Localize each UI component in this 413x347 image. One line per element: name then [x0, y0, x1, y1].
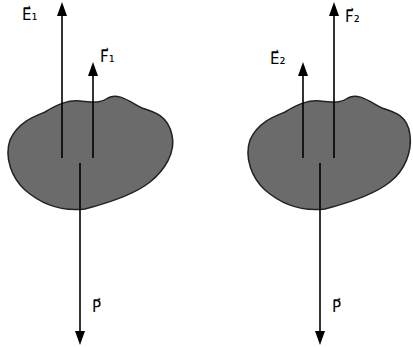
arrowhead [57, 2, 67, 16]
force-arrow [319, 163, 321, 333]
arrowhead [329, 2, 339, 16]
force-label: F⃗₂ [345, 8, 360, 26]
rock-body [8, 96, 173, 209]
force-label: E⃗₂ [270, 50, 286, 68]
arrowhead [315, 331, 325, 345]
force-arrow [302, 74, 304, 158]
force-arrow [61, 14, 63, 158]
rock-body [248, 96, 410, 209]
force-arrow [92, 74, 94, 158]
arrowhead [298, 62, 308, 76]
force-arrow [79, 163, 81, 333]
arrowhead [75, 331, 85, 345]
arrowheads [57, 2, 339, 345]
arrowhead [88, 62, 98, 76]
force-label: P⃗ [332, 298, 341, 316]
force-label: P⃗ [92, 298, 101, 316]
force-label: F⃗₁ [100, 48, 115, 66]
force-arrows [62, 14, 334, 333]
force-arrow [333, 14, 335, 158]
force-label: E⃗₁ [22, 6, 38, 24]
